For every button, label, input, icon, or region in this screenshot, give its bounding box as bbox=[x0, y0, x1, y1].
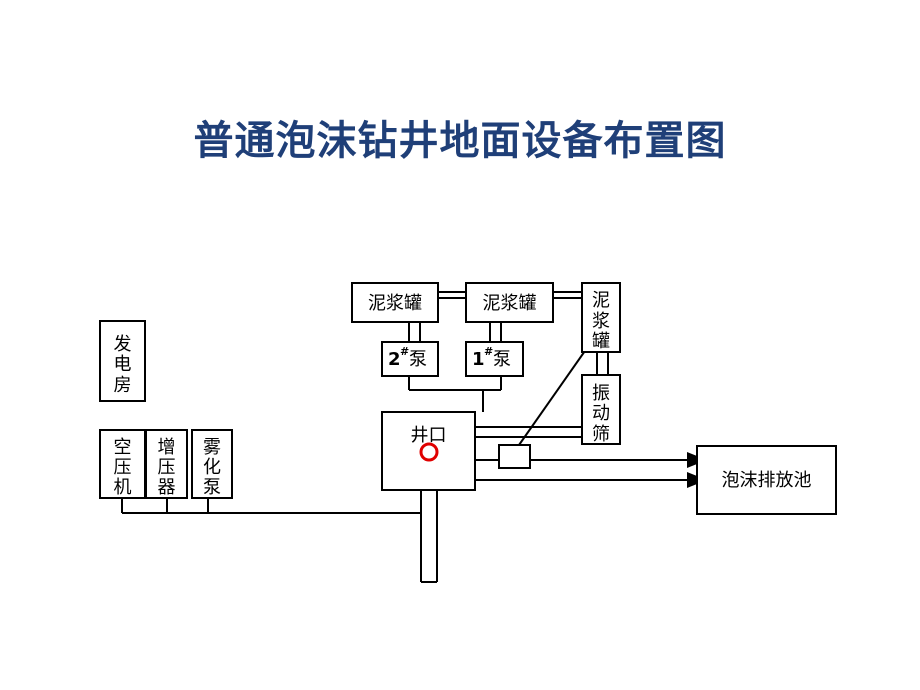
svg-text:动: 动 bbox=[592, 403, 610, 424]
generator-room-label-2: 电 bbox=[114, 354, 132, 375]
generator-room-label-1: 发 bbox=[114, 334, 132, 355]
air-compressor-box: 空 压 机 bbox=[99, 429, 146, 499]
wellhead-label: 井口 bbox=[411, 425, 447, 446]
svg-text:增: 增 bbox=[158, 437, 176, 458]
mud-tank-1-box: 泥浆罐 bbox=[351, 282, 439, 323]
wellhead-marker bbox=[419, 442, 439, 462]
pump-2-hash: # bbox=[400, 345, 409, 358]
generator-room-label-3: 房 bbox=[114, 375, 132, 396]
svg-text:压: 压 bbox=[158, 457, 176, 478]
svg-text:筛: 筛 bbox=[592, 424, 610, 445]
svg-text:器: 器 bbox=[158, 477, 176, 498]
pump-1-number: 1 bbox=[472, 349, 485, 370]
svg-text:压: 压 bbox=[114, 457, 132, 478]
mud-tank-1-label: 泥浆罐 bbox=[368, 293, 422, 314]
foam-pit-box: 泡沫排放池 bbox=[696, 445, 837, 515]
wellhead-box: 井口 bbox=[381, 411, 476, 491]
pump-1-box: 1 # 泵 bbox=[465, 341, 524, 377]
mud-tank-3-box: 泥 浆 罐 bbox=[581, 282, 621, 353]
page-title: 普通泡沫钻井地面设备布置图 bbox=[193, 118, 727, 164]
mist-pump-box: 雾 化 泵 bbox=[191, 429, 233, 499]
svg-text:浆: 浆 bbox=[592, 311, 610, 332]
svg-text:机: 机 bbox=[114, 477, 132, 498]
pump-2-box: 2 # 泵 bbox=[381, 341, 439, 377]
pipe-lines bbox=[121, 291, 707, 583]
foam-pit-label: 泡沫排放池 bbox=[722, 470, 812, 491]
separator-box bbox=[498, 444, 531, 469]
mud-tank-2-box: 泥浆罐 bbox=[465, 282, 554, 323]
booster-box: 增 压 器 bbox=[145, 429, 188, 499]
svg-text:雾: 雾 bbox=[203, 437, 221, 458]
svg-text:泥: 泥 bbox=[592, 290, 610, 311]
generator-room-box: 发 电 房 bbox=[99, 320, 146, 402]
svg-text:空: 空 bbox=[114, 437, 132, 458]
svg-text:振: 振 bbox=[592, 383, 610, 404]
pump-1-hash: # bbox=[484, 345, 493, 358]
pump-2-char: 泵 bbox=[409, 349, 427, 370]
svg-text:罐: 罐 bbox=[592, 331, 610, 352]
pump-2-number: 2 bbox=[388, 349, 401, 370]
svg-text:泵: 泵 bbox=[203, 477, 221, 498]
svg-text:化: 化 bbox=[203, 457, 221, 478]
pump-1-char: 泵 bbox=[493, 349, 511, 370]
mud-tank-2-label: 泥浆罐 bbox=[483, 293, 537, 314]
shale-shaker-box: 振 动 筛 bbox=[581, 374, 621, 445]
